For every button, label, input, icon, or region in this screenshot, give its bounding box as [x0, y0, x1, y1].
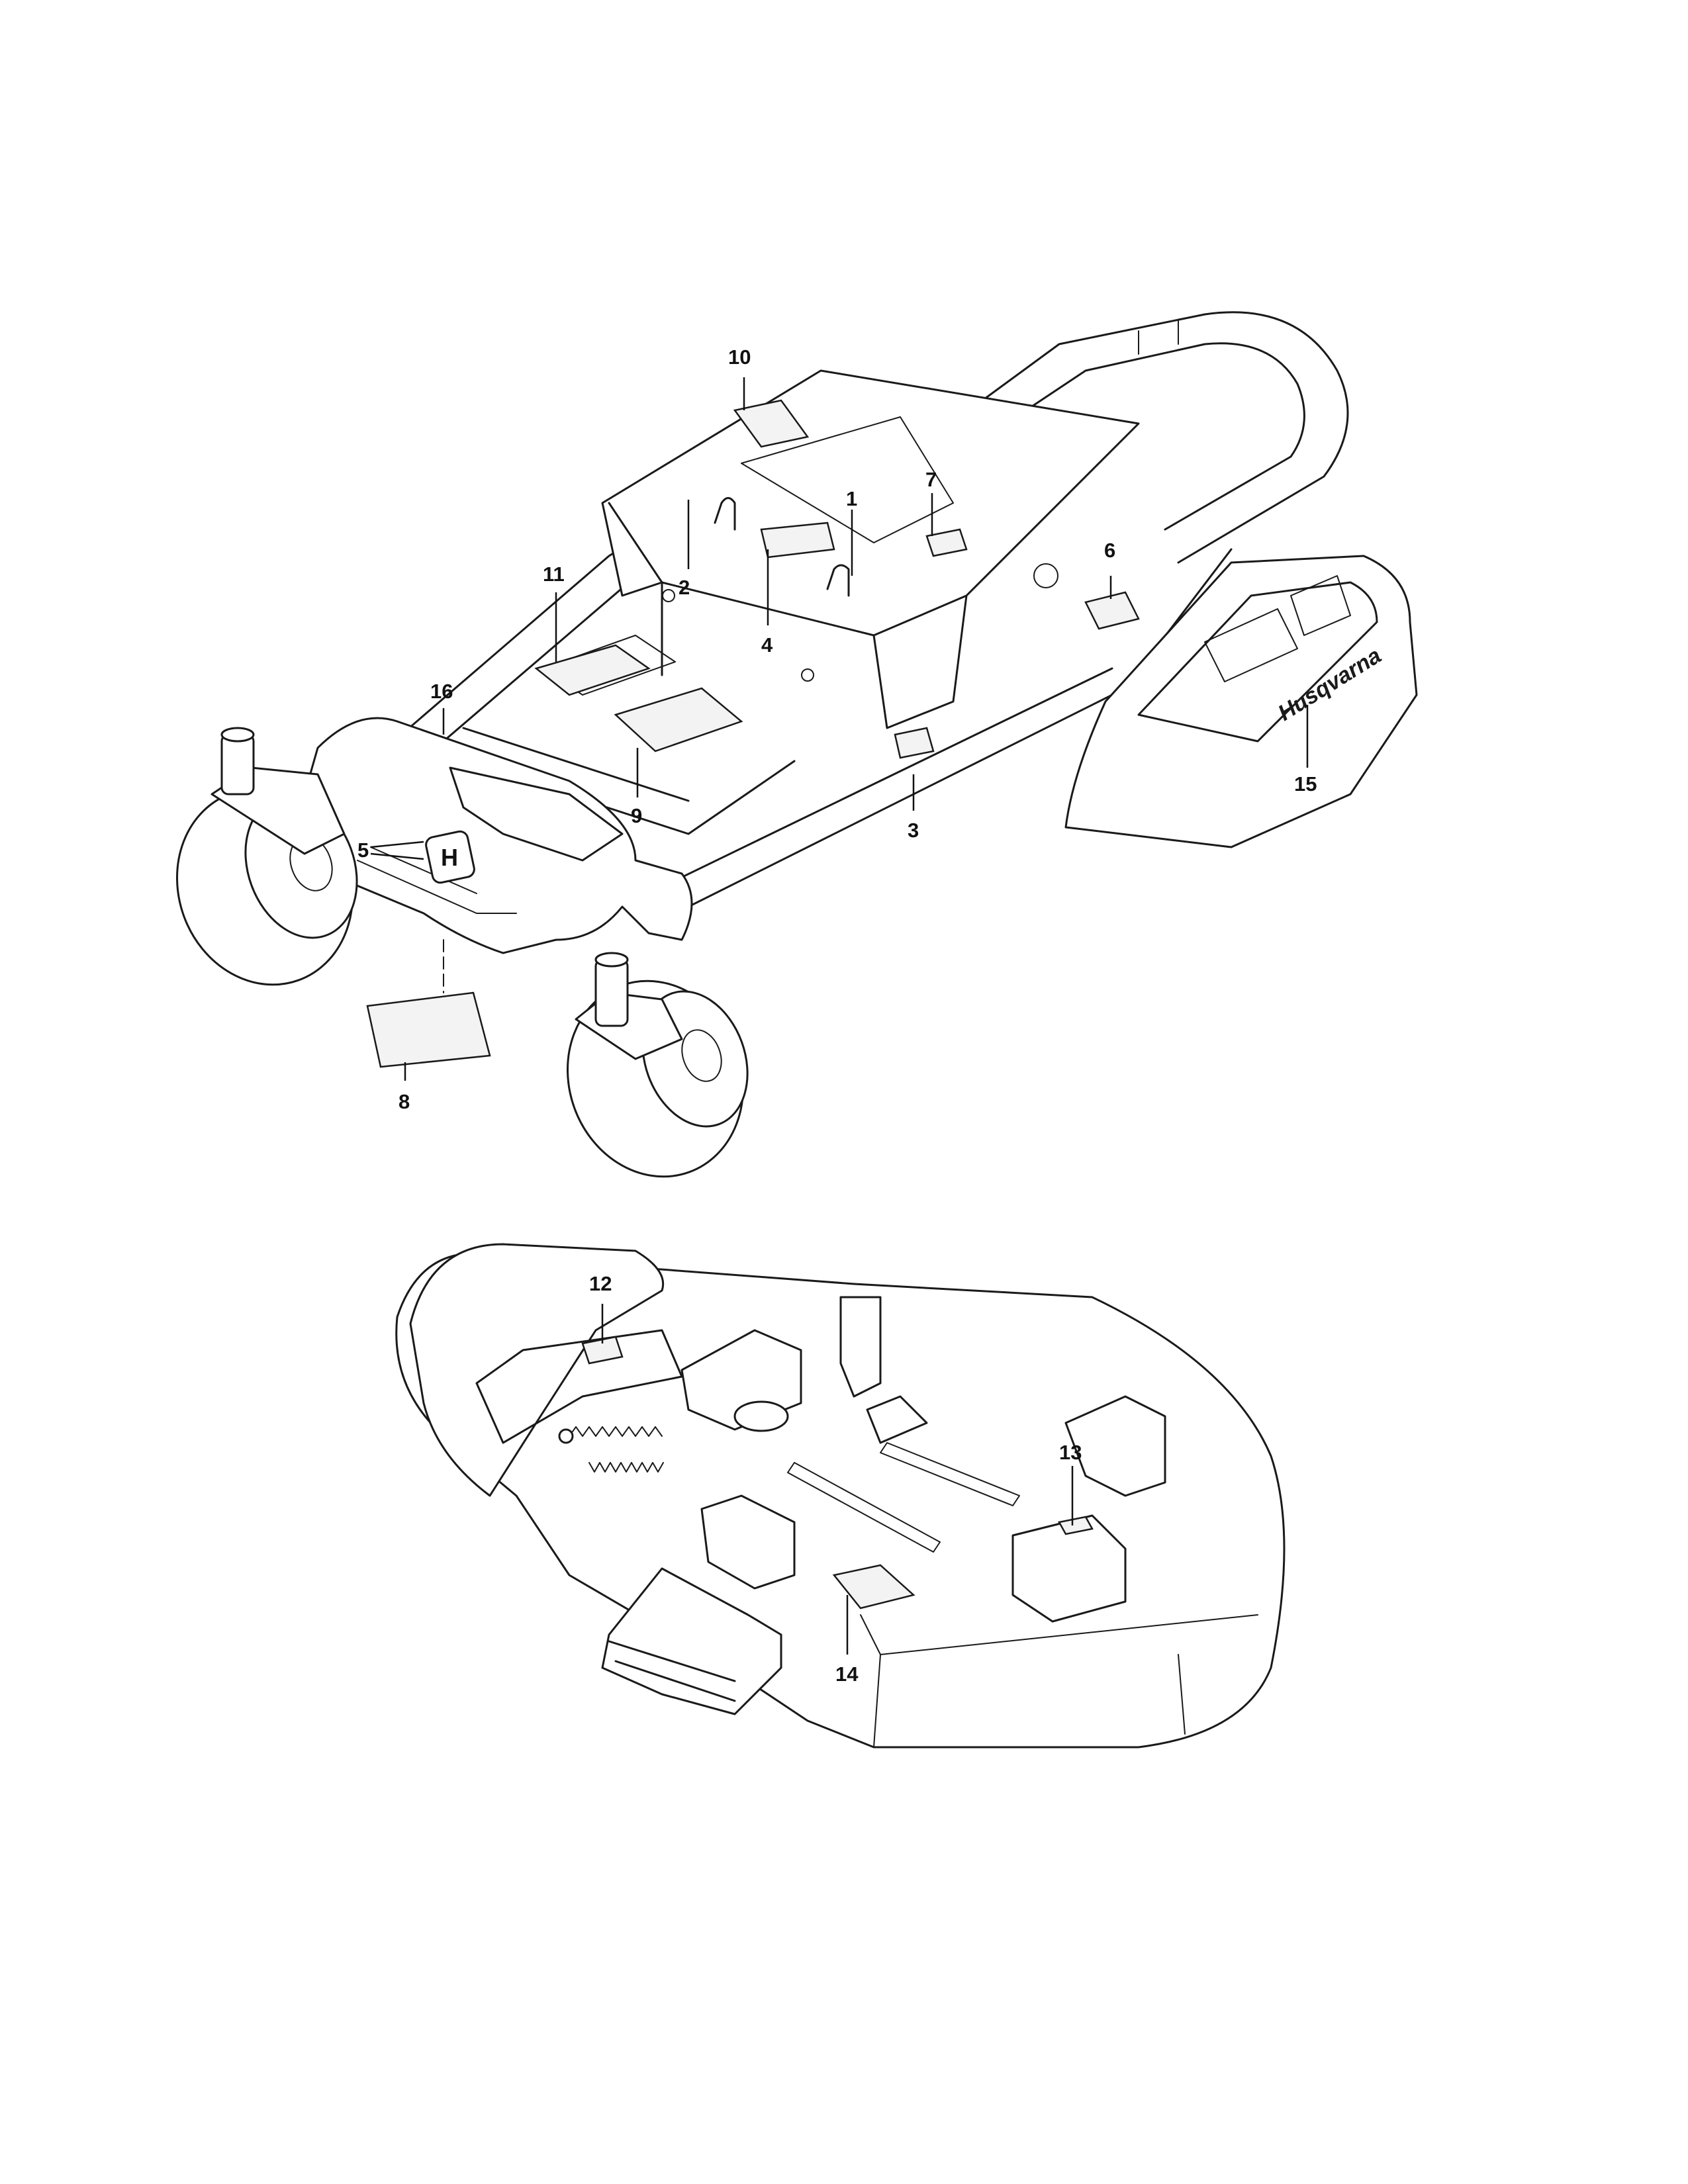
callout-10: 10 — [728, 345, 751, 369]
tension-spring-lower — [588, 1462, 664, 1473]
bumper-recess — [449, 766, 624, 862]
callout-1: 1 — [846, 487, 857, 510]
callout-8: 8 — [399, 1090, 410, 1113]
callout-labels: 1 2 3 4 5 6 7 8 9 10 11 12 13 14 15 16 — [357, 345, 1317, 1686]
badge-logo: H — [425, 830, 475, 884]
control-lever-right — [826, 564, 850, 597]
deck-decal-13 — [1058, 1516, 1094, 1535]
mounting-bracket-center — [839, 1296, 882, 1398]
callout-13: 13 — [1059, 1441, 1082, 1464]
callout-7: 7 — [925, 468, 937, 491]
deck-shell — [395, 1252, 1286, 1749]
discharge-chute — [601, 1567, 782, 1715]
callout-4: 4 — [761, 633, 773, 657]
idler-bracket — [866, 1395, 928, 1444]
callout-11: 11 — [543, 563, 565, 586]
caster-wheel-left — [176, 727, 358, 986]
mower-chassis: H Husqvarna — [176, 311, 1418, 1178]
front-bumper — [303, 717, 693, 954]
leader-lines — [370, 377, 1309, 1655]
callout-6: 6 — [1104, 539, 1115, 562]
decal-4-shape — [760, 522, 835, 559]
decal-floor — [534, 644, 651, 696]
callout-15: 15 — [1294, 772, 1317, 796]
deck-bracket-mid — [700, 1494, 796, 1590]
callout-16: 16 — [430, 680, 453, 703]
deck-slot-left — [787, 1462, 941, 1553]
decal-10-shape — [733, 399, 810, 448]
tension-spring-upper — [569, 1426, 663, 1437]
callout-5: 5 — [357, 839, 369, 862]
mounting-bracket-right — [1064, 1395, 1166, 1497]
decal-3-shape — [894, 727, 935, 759]
control-lever-left — [714, 497, 736, 531]
badge-letter: H — [441, 844, 458, 871]
callout-3: 3 — [908, 819, 919, 842]
deck-housing-13 — [1011, 1514, 1127, 1623]
caster-wheel-right — [567, 952, 749, 1178]
callout-14: 14 — [835, 1662, 859, 1686]
seat-pan-body — [601, 369, 1140, 729]
callout-2: 2 — [679, 576, 690, 599]
deck-slot-right — [880, 1442, 1020, 1506]
belt-cover — [409, 1243, 665, 1497]
loose-decal-8 — [366, 991, 491, 1068]
decal-7-shape — [925, 528, 968, 557]
decal-6-shape — [1084, 591, 1140, 630]
rear-roll-bar — [959, 311, 1349, 564]
decal-9-shape — [614, 687, 743, 752]
callout-12: 12 — [589, 1272, 612, 1295]
deck-decal-14 — [832, 1564, 915, 1610]
rear-fender: Husqvarna — [1064, 555, 1418, 848]
deck-decal-12 — [581, 1336, 624, 1365]
mower-deck — [395, 1243, 1286, 1749]
callout-9: 9 — [631, 804, 642, 827]
